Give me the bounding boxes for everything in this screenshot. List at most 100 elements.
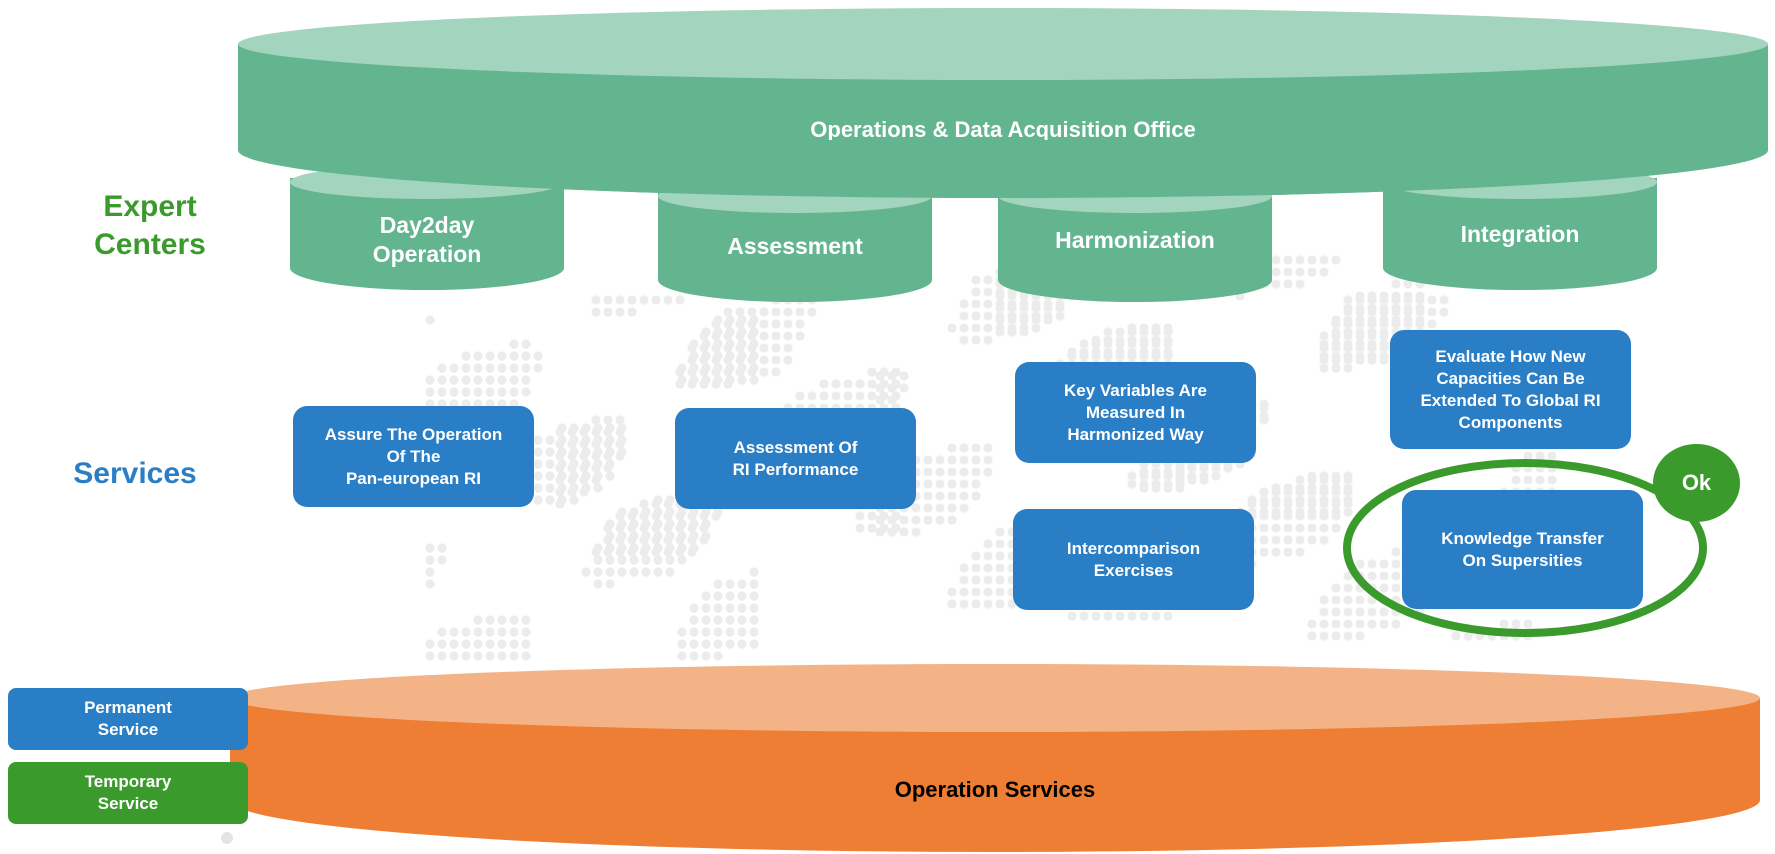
map-dot (1295, 279, 1305, 289)
map-dot (689, 651, 699, 661)
map-dot (1163, 327, 1173, 337)
map-dot (1307, 535, 1317, 545)
map-dot (1091, 339, 1101, 349)
map-dot (843, 379, 853, 389)
map-dot (1127, 611, 1137, 621)
map-dot (1319, 511, 1329, 521)
service-key-variables[interactable]: Key Variables Are Measured In Harmonized… (1015, 362, 1256, 463)
map-dot (1211, 463, 1221, 473)
map-dot (1295, 267, 1305, 277)
service-evaluate-capacities[interactable]: Evaluate How New Capacities Can Be Exten… (1390, 330, 1631, 449)
map-dot (665, 567, 675, 577)
map-dot (807, 307, 817, 317)
service-assessment-performance[interactable]: Assessment Of RI Performance (675, 408, 916, 509)
map-dot (923, 515, 933, 525)
map-dot (485, 363, 495, 373)
map-dot (677, 651, 687, 661)
map-dot (735, 307, 745, 317)
map-dot (567, 427, 577, 437)
map-dot (795, 319, 805, 329)
map-dot (935, 515, 945, 525)
map-dot (1331, 363, 1341, 373)
map-dot (1223, 463, 1233, 473)
map-dot (867, 511, 877, 521)
map-dot (509, 351, 519, 361)
map-dot (947, 479, 957, 489)
map-dot (867, 391, 877, 401)
map-dot (1343, 499, 1353, 509)
map-dot (1031, 303, 1041, 313)
map-dot (759, 367, 769, 377)
map-dot (437, 375, 447, 385)
map-dot (1319, 631, 1329, 641)
map-dot (461, 387, 471, 397)
map-dot (783, 331, 793, 341)
map-dot (615, 451, 625, 461)
map-dot (995, 315, 1005, 325)
map-dot (855, 523, 865, 533)
map-dot (579, 451, 589, 461)
map-dot (425, 639, 435, 649)
map-dot (1103, 611, 1113, 621)
map-dot (1151, 611, 1161, 621)
map-dot (509, 339, 519, 349)
map-dot (1091, 351, 1101, 361)
map-dot (749, 567, 759, 577)
map-dot (663, 511, 673, 521)
map-dot (971, 491, 981, 501)
map-dot (1127, 327, 1137, 337)
map-dot (771, 319, 781, 329)
map-dot (1355, 295, 1365, 305)
map-dot (1295, 255, 1305, 265)
service-intercomparison[interactable]: Intercomparison Exercises (1013, 509, 1254, 610)
map-dot (1283, 535, 1293, 545)
map-dot (783, 355, 793, 365)
map-dot (947, 443, 957, 453)
service-assure-operation[interactable]: Assure The Operation Of The Pan-european… (293, 406, 534, 507)
map-dot (1367, 355, 1377, 365)
map-dot (1307, 267, 1317, 277)
map-dot (699, 523, 709, 533)
map-dot (1283, 523, 1293, 533)
map-dot (959, 479, 969, 489)
map-dot (995, 539, 1005, 549)
map-dot (1379, 331, 1389, 341)
map-dot (959, 323, 969, 333)
map-dot (1271, 255, 1281, 265)
map-dot (959, 443, 969, 453)
map-dot (591, 451, 601, 461)
map-dot (615, 427, 625, 437)
map-dot (995, 327, 1005, 337)
map-dot (1187, 475, 1197, 485)
map-dot (959, 335, 969, 345)
map-dot (425, 579, 435, 589)
map-dot (1535, 475, 1545, 485)
map-dot (875, 395, 885, 405)
map-dot (947, 491, 957, 501)
service-knowledge-transfer[interactable]: Knowledge Transfer On Supersities (1402, 490, 1643, 609)
map-dot (807, 391, 817, 401)
map-dot (533, 483, 543, 493)
map-dot (449, 651, 459, 661)
map-dot (1379, 571, 1389, 581)
map-dot (675, 511, 685, 521)
map-dot (1259, 535, 1269, 545)
map-dot (1523, 619, 1533, 629)
map-dot (497, 639, 507, 649)
map-dot (1355, 355, 1365, 365)
map-dot (567, 475, 577, 485)
map-dot (995, 587, 1005, 597)
map-dot (1343, 583, 1353, 593)
map-dot (1331, 607, 1341, 617)
map-dot (1271, 535, 1281, 545)
map-dot (959, 299, 969, 309)
map-dot (605, 471, 615, 481)
map-dot (687, 511, 697, 521)
map-dot (771, 331, 781, 341)
map-dot (1367, 295, 1377, 305)
map-dot (545, 495, 555, 505)
map-dot (1379, 583, 1389, 593)
map-dot (615, 511, 625, 521)
map-dot (1259, 487, 1269, 497)
map-dot (1343, 331, 1353, 341)
